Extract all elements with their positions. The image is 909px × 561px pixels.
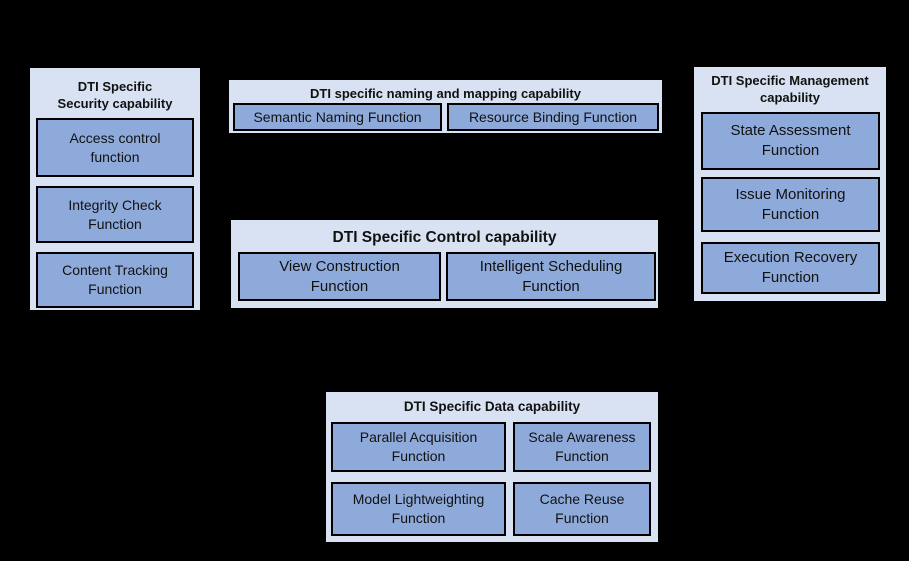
- function-scale-awareness: Scale Awareness Function: [513, 422, 651, 472]
- function-cache-reuse: Cache Reuse Function: [513, 482, 651, 536]
- function-access-control: Access control function: [36, 118, 194, 177]
- function-label-line: View Construction: [279, 257, 400, 275]
- group-title-security: DTI Specific Security capability: [30, 78, 200, 112]
- function-label-line: function: [90, 148, 140, 165]
- function-content-tracking: Content Tracking Function: [36, 252, 194, 308]
- function-parallel-acquisition: Parallel Acquisition Function: [331, 422, 506, 472]
- group-title-naming-mapping: DTI specific naming and mapping capabili…: [229, 85, 662, 102]
- title-line: DTI Specific: [77, 79, 153, 94]
- function-label-line: Function: [391, 448, 446, 464]
- function-label-line: Function: [761, 205, 820, 223]
- function-label-line: Function: [761, 269, 820, 286]
- function-state-assessment: State Assessment Function: [701, 112, 880, 170]
- function-label-line: Function: [522, 277, 580, 295]
- function-label-line: Parallel Acquisition: [359, 429, 478, 445]
- function-label-line: Scale Awareness: [528, 429, 636, 445]
- function-model-lightweighting: Model Lightweighting Function: [331, 482, 506, 536]
- group-title-management: DTI Specific Management capability: [694, 72, 886, 106]
- title-line: capability: [760, 90, 820, 105]
- title-line: Security capability: [57, 96, 173, 111]
- function-label-line: Function: [88, 281, 142, 297]
- function-label-line: Resource Binding Function: [468, 109, 638, 125]
- title-line: DTI specific naming and mapping capabili…: [310, 86, 581, 101]
- function-label-line: Function: [88, 215, 142, 232]
- group-management-capability: DTI Specific Management capability State…: [692, 65, 888, 303]
- function-label-line: Function: [391, 510, 446, 526]
- function-execution-recovery: Execution Recovery Function: [701, 242, 880, 294]
- function-label-line: Semantic Naming Function: [253, 109, 422, 125]
- group-title-control: DTI Specific Control capability: [231, 228, 658, 247]
- function-integrity-check: Integrity Check Function: [36, 186, 194, 243]
- title-line: DTI Specific Management: [711, 73, 869, 88]
- function-label-line: Execution Recovery: [723, 249, 858, 266]
- title-line: DTI Specific Data capability: [403, 399, 581, 414]
- group-control-capability: DTI Specific Control capability View Con…: [229, 218, 660, 310]
- function-view-construction: View Construction Function: [238, 252, 441, 301]
- title-line: DTI Specific Control capability: [332, 229, 557, 246]
- function-label-line: Content Tracking: [62, 262, 168, 278]
- function-label-line: Function: [555, 510, 609, 526]
- function-issue-monitoring: Issue Monitoring Function: [701, 177, 880, 232]
- function-label-line: Function: [555, 448, 609, 464]
- function-label-line: Function: [310, 277, 369, 295]
- function-label-line: Cache Reuse: [539, 491, 625, 507]
- group-security-capability: DTI Specific Security capability Access …: [28, 66, 202, 312]
- function-label-line: Model Lightweighting: [352, 491, 485, 507]
- function-intelligent-scheduling: Intelligent Scheduling Function: [446, 252, 656, 301]
- group-data-capability: DTI Specific Data capability Parallel Ac…: [324, 390, 660, 544]
- function-semantic-naming: Semantic Naming Function: [233, 103, 442, 131]
- function-label-line: Function: [761, 142, 820, 159]
- function-label-line: Access control: [69, 129, 161, 146]
- group-title-data: DTI Specific Data capability: [326, 398, 658, 415]
- function-resource-binding: Resource Binding Function: [447, 103, 659, 131]
- function-label-line: Intelligent Scheduling: [479, 257, 623, 275]
- group-naming-mapping-capability: DTI specific naming and mapping capabili…: [227, 78, 664, 135]
- function-label-line: Integrity Check: [68, 196, 162, 213]
- function-label-line: State Assessment: [730, 122, 851, 139]
- function-label-line: Issue Monitoring: [735, 185, 846, 203]
